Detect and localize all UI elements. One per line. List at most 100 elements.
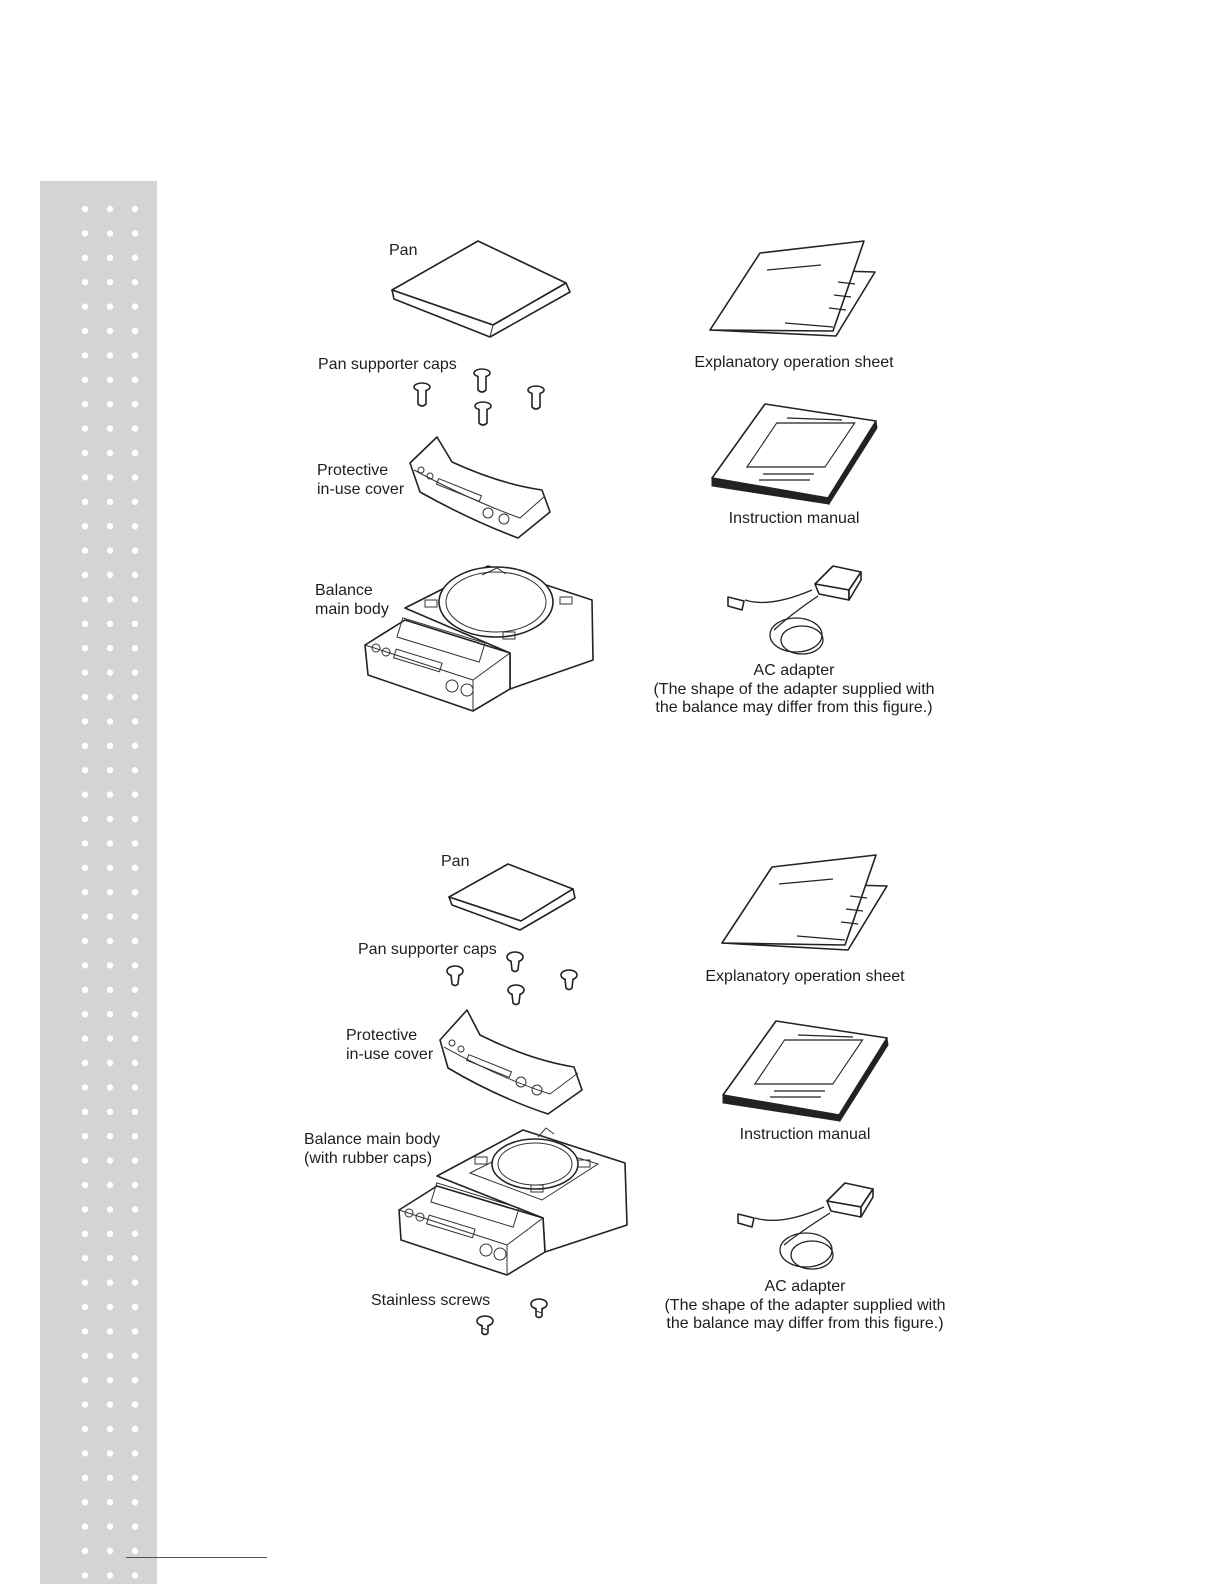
ac-adapter-note-line1: (The shape of the adapter supplied with <box>653 681 935 698</box>
dot <box>131 1230 139 1238</box>
dot <box>131 815 139 823</box>
dot <box>81 1133 89 1140</box>
dot <box>81 571 89 579</box>
dot <box>81 1523 89 1530</box>
dot <box>106 1425 114 1433</box>
dot <box>81 913 89 920</box>
manual-illustration <box>722 1020 889 1123</box>
dot <box>106 913 114 920</box>
dot <box>131 620 139 627</box>
footer-link-underline <box>126 1557 267 1558</box>
dot <box>81 645 89 652</box>
dot <box>131 669 139 676</box>
dot <box>106 1377 114 1384</box>
dot <box>131 205 139 213</box>
dot <box>106 693 114 701</box>
dot <box>106 1279 114 1286</box>
ac-adapter-note-line2: the balance may differ from this figure.… <box>666 1315 944 1332</box>
dot <box>106 1572 114 1579</box>
dot <box>81 1377 89 1384</box>
dot <box>106 815 114 823</box>
dot <box>81 1108 89 1115</box>
dot <box>81 742 89 749</box>
dot <box>131 1401 139 1408</box>
dot <box>106 620 114 627</box>
dot <box>106 279 114 286</box>
balance-body-illustration <box>398 1127 628 1276</box>
dot <box>106 791 114 798</box>
dot <box>131 327 139 335</box>
dot <box>106 767 114 774</box>
explanatory-sheet-label: Explanatory operation sheet <box>694 354 894 371</box>
dot <box>106 425 114 432</box>
dot <box>131 352 139 359</box>
pan-supporter-caps <box>413 368 545 426</box>
pan-label: Pan <box>441 853 470 870</box>
dot <box>81 1328 89 1335</box>
balance-body-label-line2: (with rubber caps) <box>304 1150 433 1167</box>
dot <box>131 718 139 725</box>
dot <box>81 376 89 383</box>
dot <box>131 1059 139 1067</box>
dot <box>81 1474 89 1482</box>
dot <box>106 449 114 457</box>
dot <box>106 840 114 847</box>
dot <box>81 596 89 603</box>
dot <box>131 840 139 847</box>
dot <box>106 1181 114 1189</box>
ac-adapter-label: AC adapter <box>753 662 835 679</box>
dot-pattern <box>81 205 139 1579</box>
dot <box>131 279 139 286</box>
dot <box>81 1547 89 1555</box>
dot <box>81 327 89 335</box>
dot <box>106 937 114 945</box>
dot <box>81 474 89 481</box>
dot <box>106 401 114 408</box>
dot <box>81 937 89 945</box>
dot <box>106 523 114 530</box>
ac-adapter-note-line1: (The shape of the adapter supplied with <box>664 1297 946 1314</box>
dot <box>106 1084 114 1091</box>
dot <box>131 425 139 432</box>
dot <box>106 1499 114 1506</box>
dot <box>131 1547 139 1555</box>
dot <box>131 1108 139 1115</box>
instruction-manual-label: Instruction manual <box>739 1126 871 1143</box>
dot <box>106 205 114 213</box>
dot <box>106 498 114 505</box>
dot <box>81 620 89 627</box>
dot <box>106 1133 114 1140</box>
dot <box>106 376 114 383</box>
dot <box>131 1279 139 1286</box>
dot <box>81 254 89 261</box>
ac-adapter-label: AC adapter <box>764 1278 846 1295</box>
pan-label: Pan <box>389 242 418 259</box>
dot <box>131 791 139 798</box>
dot <box>81 718 89 725</box>
dot <box>106 1011 114 1018</box>
dot <box>81 1035 89 1042</box>
figure-b-illustration <box>398 854 889 1336</box>
dot <box>131 937 139 945</box>
ac-adapter-illustration <box>727 565 862 655</box>
instruction-manual-label: Instruction manual <box>728 510 860 527</box>
dot <box>106 1230 114 1238</box>
balance-body-label-line2: main body <box>315 601 389 618</box>
dot <box>106 230 114 237</box>
dot <box>131 498 139 505</box>
dot <box>81 1499 89 1506</box>
balance-body-illustration <box>364 565 594 712</box>
dot <box>106 1401 114 1408</box>
dot <box>81 986 89 993</box>
dot <box>106 352 114 359</box>
dot <box>81 889 89 896</box>
pan-supporter-caps <box>446 951 578 1006</box>
dot <box>106 986 114 993</box>
dot <box>131 1352 139 1360</box>
dot <box>81 1352 89 1360</box>
dot <box>106 547 114 554</box>
dot <box>81 498 89 505</box>
pan-illustration <box>448 863 576 931</box>
dot <box>131 474 139 481</box>
dot <box>81 303 89 310</box>
